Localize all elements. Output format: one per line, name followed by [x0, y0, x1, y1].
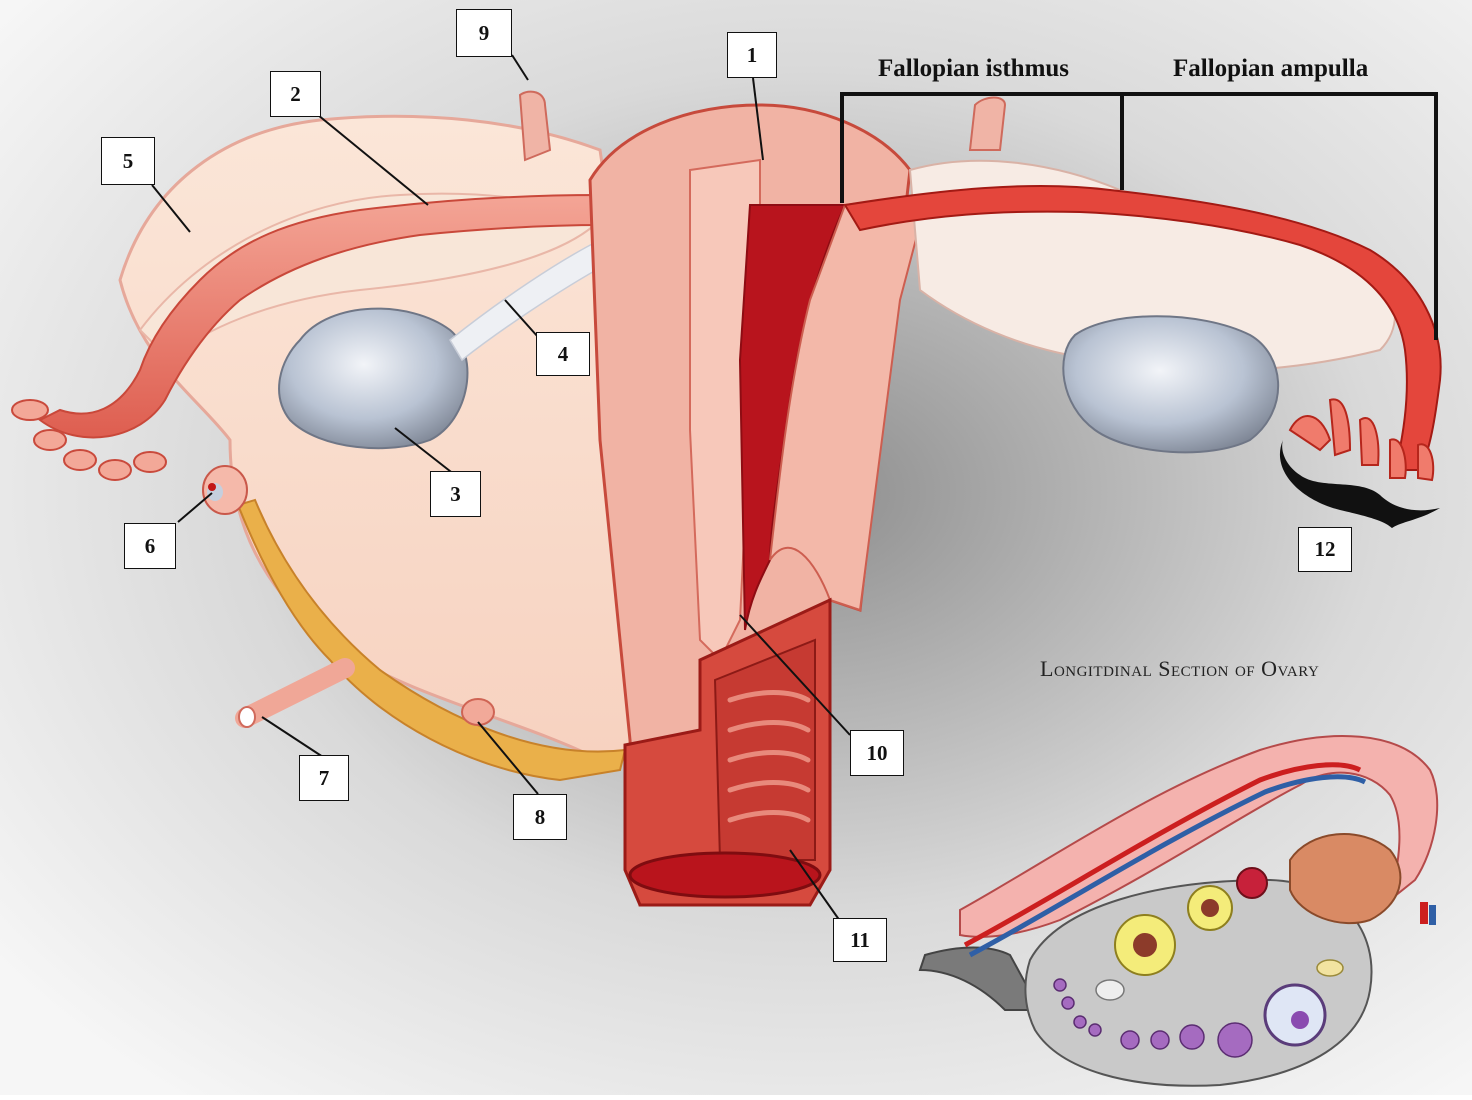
inset-fimbria: [1290, 834, 1400, 923]
inset-oocyte: [1291, 1011, 1309, 1029]
ovary-section-title: Longitdinal Section of Ovary: [1040, 656, 1319, 682]
callout-4: 4: [536, 332, 590, 376]
callout-6: 6: [124, 523, 176, 569]
callout-12: 12: [1298, 527, 1352, 572]
callout-8: 8: [513, 794, 567, 840]
fallopian-isthmus-label: Fallopian isthmus: [878, 55, 1069, 83]
cut-artery-dot: [208, 483, 216, 491]
vessel-stub: [462, 699, 494, 725]
callout-3: 3: [430, 471, 481, 517]
inset-follicle-large-antrum: [1133, 933, 1157, 957]
callout-2: 2: [270, 71, 321, 117]
vaginal-opening: [630, 853, 820, 897]
fallopian-ampulla-label: Fallopian ampulla: [1173, 55, 1368, 83]
callout-11: 11: [833, 918, 887, 962]
right-round-ligament: [970, 98, 1005, 151]
callout-7: 7: [299, 755, 349, 801]
inset-vein-stub: [1429, 905, 1436, 925]
callout-5: 5: [101, 137, 155, 185]
vaginal-lumen: [715, 640, 815, 860]
callout-9: 9: [456, 9, 512, 57]
callout-1: 1: [727, 32, 777, 78]
round-ligament: [520, 92, 550, 160]
inset-corpus-luteum: [1317, 960, 1343, 976]
callout-10: 10: [850, 730, 904, 776]
ureter-cut-end: [239, 707, 255, 727]
inset-artery-stub: [1420, 902, 1428, 924]
inset-follicle-medium-antrum: [1201, 899, 1219, 917]
inset-corpus-albicans: [1096, 980, 1124, 1000]
inset-corpus-hemorrhagicum: [1237, 868, 1267, 898]
